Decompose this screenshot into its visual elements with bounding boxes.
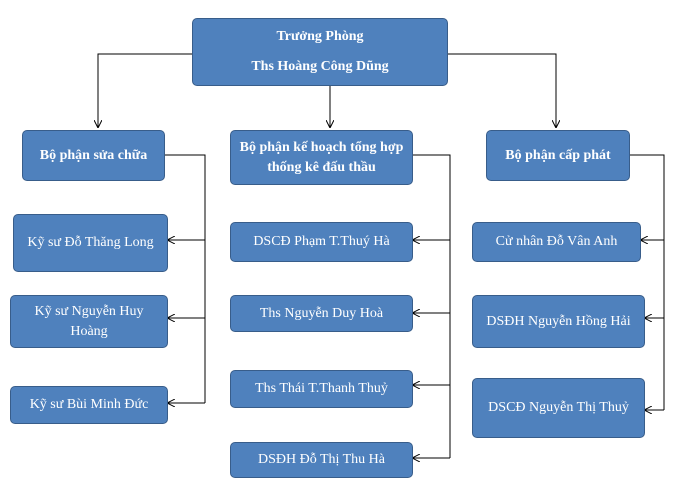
staff-label: Kỹ sư Nguyễn Huy Hoàng [34, 303, 144, 339]
staff-box: Kỹ sư Đỗ Thăng Long [13, 214, 168, 272]
connector-dept-3-trunk [630, 154, 665, 410]
connector-dept-1-trunk [165, 154, 206, 403]
root-box: Trưởng Phòng Ths Hoàng Công Dũng [192, 18, 448, 86]
dept-label: Bộ phận sửa chữa [39, 147, 148, 163]
staff-label: DSCĐ Nguyễn Thị Thuỷ [488, 400, 629, 415]
connector-root-dept-1 [98, 53, 192, 127]
staff-label: Ths Nguyễn Duy Hoà [259, 305, 384, 321]
staff-label: Kỹ sư Bùi Minh Đức [29, 397, 149, 412]
connector-dept-2-trunk [413, 154, 451, 458]
staff-box: Ths Thái T.Thanh Thuỷ [230, 370, 413, 408]
staff-label: DSĐH Đỗ Thị Thu Hà [257, 452, 386, 467]
root-title: Trưởng Phòng [276, 29, 364, 44]
dept-label: Bộ phận cấp phát [505, 147, 611, 163]
dept-box-dispensing: Bộ phận cấp phát [486, 130, 630, 181]
dept-box-repair: Bộ phận sửa chữa [22, 130, 165, 181]
connector-root-dept-3 [448, 53, 556, 127]
staff-label: Ths Thái T.Thanh Thuỷ [255, 381, 388, 396]
root-name: Ths Hoàng Công Dũng [251, 59, 389, 74]
staff-box: Ths Nguyễn Duy Hoà [230, 295, 413, 332]
staff-box: Kỹ sư Nguyễn Huy Hoàng [10, 295, 168, 348]
staff-label: Cử nhân Đỗ Vân Anh [495, 234, 618, 249]
staff-box: DSCĐ Nguyễn Thị Thuỷ [472, 378, 645, 438]
staff-box: DSĐH Đỗ Thị Thu Hà [230, 442, 413, 478]
staff-box: DSĐH Nguyễn Hồng Hải [472, 295, 645, 348]
staff-box: Kỹ sư Bùi Minh Đức [10, 386, 168, 424]
dept-box-planning: Bộ phận kế hoạch tổng hợp thống kê đấu t… [230, 130, 413, 185]
staff-box: DSCĐ Phạm T.Thuý Hà [230, 222, 413, 262]
staff-box: Cử nhân Đỗ Vân Anh [472, 222, 641, 262]
staff-label: DSCĐ Phạm T.Thuý Hà [253, 234, 390, 249]
staff-label: DSĐH Nguyễn Hồng Hải [486, 313, 631, 329]
staff-label: Kỹ sư Đỗ Thăng Long [27, 235, 154, 250]
dept-label: Bộ phận kế hoạch tổng hợp thống kê đấu t… [239, 139, 404, 175]
